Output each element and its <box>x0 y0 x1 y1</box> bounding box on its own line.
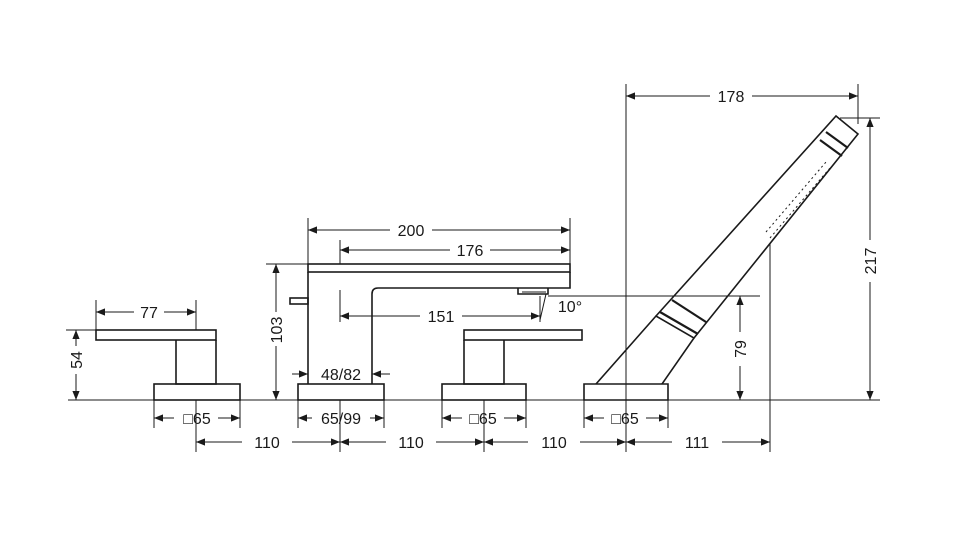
dim-holder-height: 79 <box>733 340 750 358</box>
dim-spout-angle: 10° <box>558 299 582 316</box>
dim-spacing-3: 110 <box>541 435 567 452</box>
middle-handle-outline <box>441 329 583 401</box>
dim-spout-base: 65/99 <box>321 411 361 428</box>
left-handle-outline <box>95 329 241 401</box>
dim-base-mid: □65 <box>469 411 497 428</box>
hand-shower-outline <box>583 114 860 401</box>
dim-spout-reach: 176 <box>457 243 484 260</box>
dim-spacing-4: 111 <box>685 435 709 452</box>
dimension-lines <box>66 84 880 452</box>
spout-outline <box>289 263 571 401</box>
dim-handle-width: 77 <box>140 305 158 322</box>
dim-shower-height: 217 <box>863 248 880 275</box>
dim-spout-base-inner: 48/82 <box>321 367 361 384</box>
dim-base-left: □65 <box>183 411 211 428</box>
dim-base-shower: □65 <box>611 411 639 428</box>
dim-handle-height: 54 <box>69 351 86 369</box>
dim-shower-width: 178 <box>718 89 745 106</box>
dim-spout-height: 103 <box>269 317 286 344</box>
dim-spout-inner: 151 <box>428 309 455 326</box>
dim-spacing-1: 110 <box>254 435 280 452</box>
dim-spout-length: 200 <box>398 223 425 240</box>
dim-spacing-2: 110 <box>398 435 424 452</box>
